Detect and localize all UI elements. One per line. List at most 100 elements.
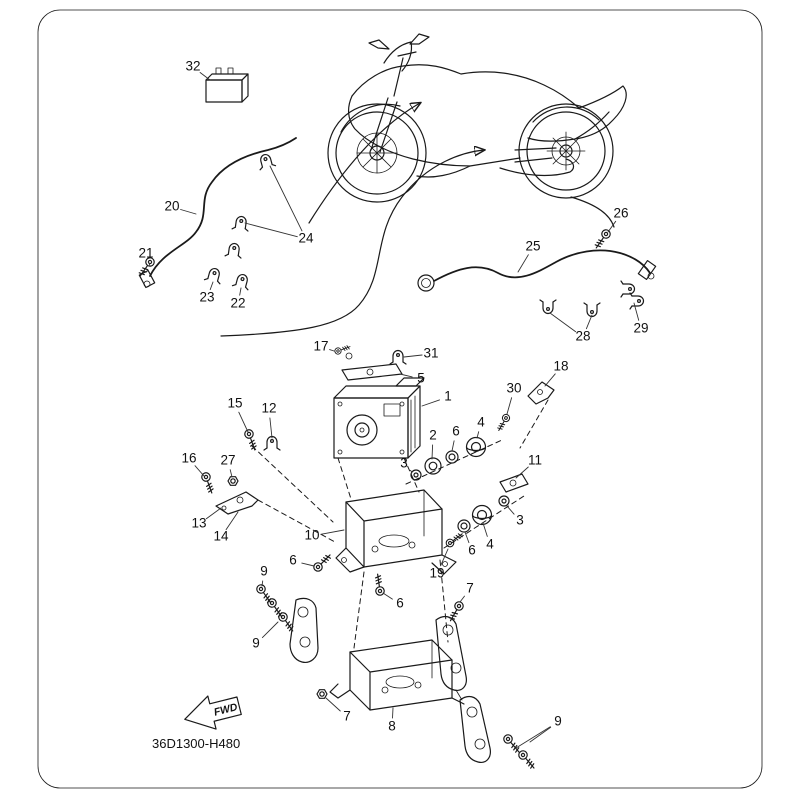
callout-leader-10: [320, 529, 345, 535]
callout-label-9: 9: [554, 714, 562, 729]
callout-leader-12: [269, 417, 273, 439]
callout-leader-30: [506, 397, 513, 415]
callout-label-5: 5: [417, 371, 425, 386]
callout-leader-28: [549, 312, 577, 333]
callout-leader-9: [515, 726, 551, 749]
callout-leader-5: [399, 373, 413, 378]
small-fastener-17-31-5: [333, 343, 407, 381]
relay-unit-drawing: [205, 67, 249, 103]
callout-label-7: 7: [343, 709, 351, 724]
callout-label-8: 8: [388, 719, 396, 734]
callout-label-3: 3: [400, 456, 408, 471]
callout-leader-2: [431, 444, 434, 460]
callout-label-28: 28: [575, 329, 590, 344]
assembly-line: [403, 457, 420, 493]
callout-label-26: 26: [613, 206, 628, 221]
callout-leader-17: [329, 349, 335, 352]
callout-leader-15: [238, 411, 249, 433]
bracket-5-drawing: [341, 363, 403, 381]
callout-label-20: 20: [164, 199, 179, 214]
mounting-bracket-upper-drawing: [311, 489, 457, 597]
callout-label-23: 23: [199, 290, 214, 305]
callout-leader-20: [180, 209, 197, 215]
callout-label-25: 25: [525, 239, 540, 254]
damper-set-upper: [405, 381, 555, 485]
rear-sensor-cable-assembly: [417, 227, 657, 318]
callout-leader-13: [205, 507, 222, 520]
front-sensor-cable-assembly: [136, 137, 297, 291]
right-strap-group: [435, 615, 538, 772]
callout-leader-4: [476, 431, 480, 439]
location-arrows: [220, 103, 615, 337]
callout-label-7: 7: [466, 581, 474, 596]
bracket-11-drawing: [499, 473, 529, 493]
assembly-line: [439, 559, 449, 643]
callout-leader-31: [403, 354, 423, 358]
callout-leader-19: [440, 548, 449, 567]
callout-label-6: 6: [289, 553, 297, 568]
callout-label-15: 15: [227, 396, 242, 411]
motorcycle-illustration: [327, 33, 627, 203]
callout-label-6: 6: [452, 424, 460, 439]
callout-leader-7: [325, 697, 341, 712]
callout-leader-21: [148, 262, 151, 267]
callout-label-6: 6: [396, 596, 404, 611]
fwd-arrow: FWD: [184, 695, 242, 730]
callout-leader-29: [633, 302, 640, 321]
callout-label-1: 1: [444, 389, 452, 404]
front-location-arrow: [308, 103, 420, 224]
callout-leader-9: [529, 726, 552, 743]
callout-label-14: 14: [213, 529, 229, 544]
bracket-13-14-drawing: [215, 491, 259, 515]
page-border: [37, 9, 763, 789]
callout-leader-18: [544, 373, 556, 387]
callout-leader-24: [269, 165, 303, 232]
callout-leader-3: [409, 469, 413, 473]
callout-leader-22: [239, 287, 242, 296]
callout-label-16: 16: [181, 451, 196, 466]
callout-label-9: 9: [260, 564, 268, 579]
callout-leader-27: [229, 469, 233, 478]
callout-label-29: 29: [633, 321, 648, 336]
callout-label-18: 18: [553, 359, 568, 374]
rear-cluster-link-line: [570, 196, 615, 228]
assembly-line: [353, 571, 365, 649]
callout-leader-8: [392, 707, 394, 719]
callout-label-30: 30: [506, 381, 521, 396]
callout-label-31: 31: [423, 346, 438, 361]
callout-leader-16: [194, 465, 205, 477]
diagram-code-label: 36D1300-H480: [152, 736, 240, 751]
callout-label-4: 4: [486, 537, 494, 552]
callout-label-4: 4: [477, 415, 485, 430]
callout-label-27: 27: [220, 453, 235, 468]
callout-label-6: 6: [468, 543, 476, 558]
callout-leader-28: [585, 314, 593, 330]
callout-leader-11: [515, 466, 529, 479]
assembly-line: [337, 457, 352, 500]
callout-leader-9: [261, 621, 279, 639]
mounting-bracket-lower-drawing: [316, 639, 465, 711]
callout-label-12: 12: [261, 401, 276, 416]
callout-label-11: 11: [528, 453, 542, 468]
callout-label-24: 24: [298, 231, 314, 246]
callout-label-22: 22: [230, 296, 245, 311]
callout-label-10: 10: [304, 528, 319, 543]
callout-leader-6: [301, 562, 315, 567]
stay-bracket-group: [200, 428, 336, 543]
callout-leader-6: [382, 592, 393, 600]
callout-leader-6: [451, 440, 455, 452]
abs-unit-drawing: [333, 377, 425, 459]
callout-label-32: 32: [185, 59, 200, 74]
callout-leader-3: [506, 505, 515, 515]
callout-label-3: 3: [516, 513, 524, 528]
bracket-18-drawing: [527, 381, 555, 405]
damper-set-lower: [443, 473, 529, 624]
callout-label-2: 2: [429, 428, 437, 443]
callout-label-9: 9: [252, 636, 260, 651]
callout-leader-6: [464, 531, 470, 544]
callout-label-13: 13: [191, 516, 206, 531]
callout-label-21: 21: [138, 246, 153, 261]
callout-leader-14: [225, 511, 239, 531]
